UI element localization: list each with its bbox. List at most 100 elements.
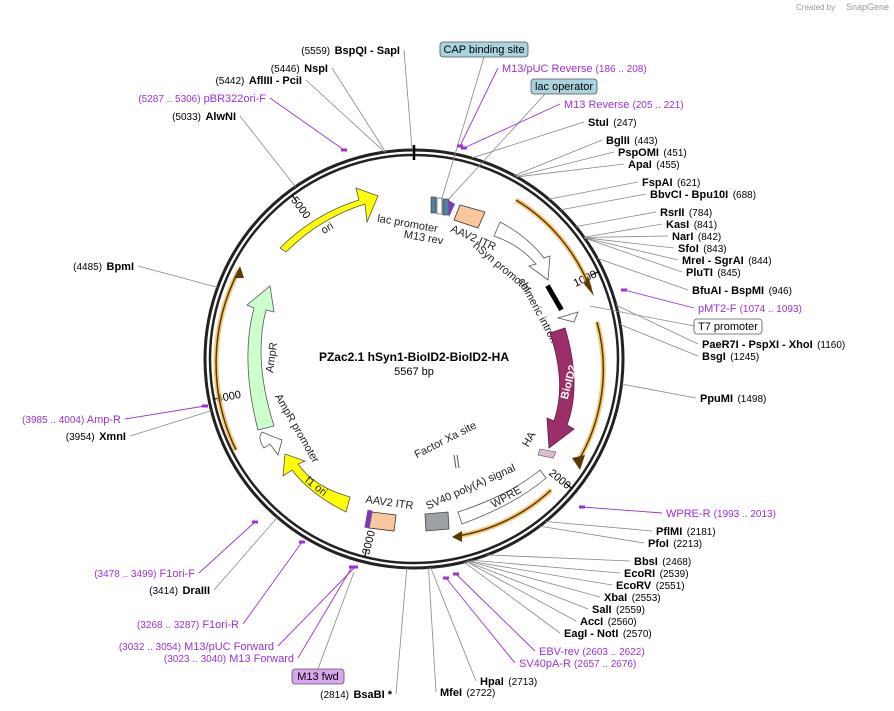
- orf-arrowhead-2: [572, 455, 585, 470]
- enzyme-leader: [331, 67, 386, 153]
- chimeric-intron-bar: [545, 284, 564, 312]
- enzyme-site: (5033) AlwNI: [172, 107, 236, 124]
- enzyme-leader: [560, 193, 647, 211]
- enzyme-leader: [463, 561, 561, 634]
- primer-leader: [242, 541, 303, 625]
- enzyme-site: KasI (841): [666, 215, 717, 232]
- primer-leader-lines: [124, 67, 695, 664]
- scale-tick-label: 5000: [288, 195, 312, 222]
- enzyme-site: (5442) AflIII - PciI: [215, 71, 302, 88]
- plasmid-name: PZac2.1 hSyn1-BioID2-BioID2-HA: [319, 350, 509, 364]
- m13-rev-arrow: [448, 200, 455, 217]
- enzyme-site: MreI - SgrAI (844): [682, 251, 772, 268]
- enzyme-leader: [467, 560, 601, 598]
- primer-leader: [459, 67, 499, 147]
- enzyme-leader: [213, 517, 278, 591]
- ha-label: HA: [520, 429, 538, 449]
- ampr-promoter-feature: [259, 431, 283, 456]
- primer-mark: [443, 576, 449, 580]
- bioid2-feature: [546, 327, 575, 449]
- primer-leader: [463, 103, 561, 149]
- enzyme-site: BfuAI - BspMI (946): [692, 281, 792, 298]
- wpre-feature: [457, 469, 547, 525]
- enzyme-site: BbvCI - Bpu10I (688): [650, 185, 756, 202]
- m13-rev-label: M13 rev: [403, 229, 445, 248]
- enzyme-site: HpaI (2713): [480, 672, 537, 689]
- primer-mark: [579, 505, 585, 509]
- enzyme-leader: [137, 265, 218, 288]
- enzyme-site: AccI (2560): [580, 612, 637, 629]
- primer-leader: [581, 506, 663, 514]
- enzyme-site: BglII (443): [606, 131, 658, 148]
- ampr-label: AmpR: [264, 342, 280, 374]
- lac-operator-block: [430, 196, 437, 214]
- enzyme-leader: [584, 237, 683, 273]
- enzyme-site: SfoI (843): [678, 239, 727, 256]
- primer-mark: [453, 572, 459, 576]
- primer-label: EBV-rev (2603 .. 2622): [539, 646, 645, 658]
- f1-ori-feature: [282, 453, 351, 513]
- factor-xa-mark-2: [456, 454, 460, 469]
- lac-promoter-block: [436, 197, 443, 215]
- lac-operator-box-bg: [530, 78, 598, 95]
- t7-promoter-box: T7 promoter: [693, 318, 763, 335]
- primer-label: WPRE-R (1993 .. 2013): [666, 508, 776, 520]
- factor-xa-label: Factor Xa site: [413, 420, 479, 461]
- enzyme-leader: [471, 121, 585, 159]
- orf-lines: [215, 199, 605, 537]
- site-labels: StuI (247)BglII (443)PspOMI (451)ApaI (4…: [22, 41, 845, 702]
- enzyme-site: FspAI (621): [642, 173, 700, 190]
- leader-lines: [129, 49, 699, 695]
- primer-label: pMT2-F (1074 .. 1093): [698, 303, 802, 315]
- sv40-polya-feature: [424, 511, 450, 532]
- enzyme-leader: [468, 560, 613, 586]
- enzyme-leader: [465, 561, 577, 622]
- primer-label: (3268 .. 3287) F1ori-R: [137, 619, 239, 631]
- enzyme-site: PflMI (2181): [656, 522, 716, 539]
- scale-tick: [364, 549, 368, 558]
- credit-text: Created by: [796, 3, 835, 12]
- aav2-itr-2-feature: [368, 511, 397, 532]
- orf-line-4: [215, 269, 240, 451]
- enzyme-leader: [430, 567, 477, 682]
- enzyme-site: StuI (247): [588, 113, 637, 130]
- m13fwd-leader: [317, 571, 355, 670]
- enzyme-site: PaeR7I - PspXI - XhoI (1160): [702, 335, 845, 352]
- scale-tick: [590, 271, 599, 276]
- enzyme-leader: [515, 151, 615, 177]
- enzyme-leader: [470, 559, 621, 574]
- cap-binding-site-box: CAP binding site: [439, 41, 529, 58]
- enzyme-leader: [539, 525, 645, 544]
- m13fwd-box-text: M13 fwd: [297, 671, 339, 683]
- orf-arrowhead-1: [584, 276, 594, 296]
- primer-label: (3985 .. 4004) Amp-R: [22, 414, 121, 426]
- enzyme-leader: [584, 237, 679, 261]
- enzyme-site: (5446) NspI: [271, 59, 328, 76]
- scale-tick-label: 3000: [360, 529, 378, 556]
- cap-box-text: CAP binding site: [443, 44, 524, 56]
- enzyme-site: RsrII (784): [660, 203, 712, 220]
- enzyme-leader: [428, 567, 437, 693]
- primer-leader: [297, 566, 353, 659]
- primer-leader: [623, 289, 695, 309]
- enzyme-site: SalI (2559): [592, 600, 645, 617]
- primer-label: SV40pA-R (2657 .. 2676): [519, 658, 636, 670]
- enzyme-site: MfeI (2722): [440, 683, 495, 700]
- enzyme-site: (4485) BpmI: [73, 257, 134, 274]
- ha-feature: [537, 448, 557, 459]
- orf-arrowhead-3: [452, 531, 462, 542]
- enzyme-leader: [545, 521, 653, 532]
- aav2-itr-2-label: AAV2 ITR: [365, 494, 414, 513]
- enzyme-leader: [596, 257, 689, 291]
- enzyme-site: NarI (842): [672, 227, 721, 244]
- primer-label: (3023 .. 3040) M13 Forward: [164, 653, 294, 665]
- orf-line-1: [515, 199, 591, 289]
- enzyme-site: BsgI (1245): [702, 347, 759, 364]
- t7-box-text: T7 promoter: [698, 321, 758, 333]
- primer-leader: [445, 577, 516, 664]
- lac-operator-box-text: lac operator: [535, 81, 593, 93]
- enzyme-site: (5559) BspQI - SapI: [301, 41, 400, 58]
- ori-label: ori: [319, 220, 336, 237]
- enzyme-leader: [575, 211, 657, 228]
- enzyme-site: (2814) BsaBI *: [320, 685, 393, 702]
